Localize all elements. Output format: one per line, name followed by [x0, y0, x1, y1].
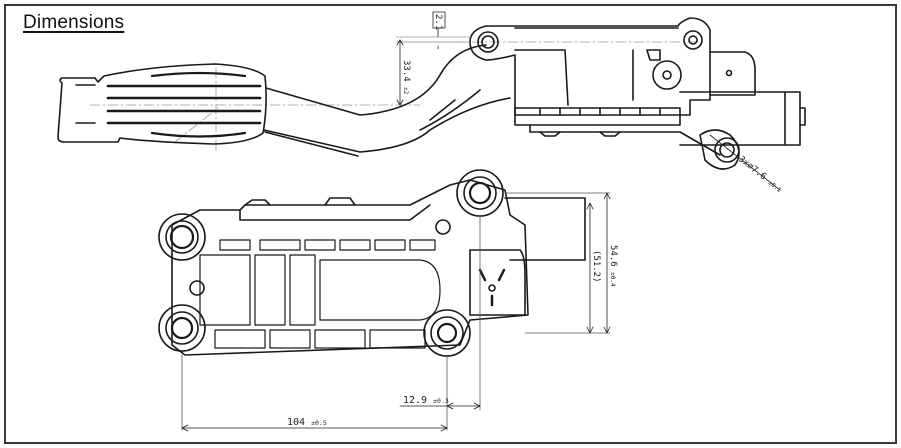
drawing-frame	[4, 4, 897, 444]
front-body-outline	[171, 179, 529, 356]
dimension-mount-spacing-value: 104	[287, 417, 305, 428]
center-lines	[89, 41, 701, 151]
mounting-boss-top-left	[158, 213, 206, 261]
side-view: 2.1 33.4 ±2 3x⌀7.6 ±0.1	[57, 11, 806, 194]
dimension-pedal-height-label: 33.4 ±2	[401, 60, 411, 95]
dimension-total-height-tolerance: ±0.4	[609, 272, 616, 287]
mounting-boss-bottom-left	[158, 304, 206, 352]
dimension-mount-offset	[399, 402, 481, 410]
dimension-hole-diameter-label: 3x⌀7.6 ±0.1	[736, 154, 784, 194]
pedal-pad	[57, 63, 267, 145]
hole-leader-line	[709, 134, 781, 191]
dimension-hole-diameter-value: 3x⌀7.6	[736, 154, 768, 182]
dimension-mount-offset-label: 12.9 ±0.3	[403, 395, 449, 406]
dimension-offset-top-label: 2.1	[433, 14, 443, 30]
extension-lines	[181, 192, 611, 431]
front-view: 54.6 ±0.4 (51.2) 12.9 ±0.3 104 ±0.5	[158, 169, 618, 432]
front-connector	[504, 197, 586, 261]
dimension-mount-spacing-tolerance: ±0.5	[311, 419, 327, 427]
dimension-offset-top	[395, 11, 471, 50]
dimension-mount-offset-value: 12.9	[403, 395, 427, 406]
dimension-pedal-height-tolerance: ±2	[402, 87, 409, 95]
dimension-pedal-height-value: 33.4	[401, 60, 411, 82]
section-title: Dimensions	[23, 12, 125, 33]
rib-grid	[199, 239, 441, 349]
dimension-mount-offset-tolerance: ±0.3	[433, 397, 449, 405]
dimension-hole-diameter-tolerance: ±0.1	[767, 179, 783, 194]
dimension-reference-height-label: (51.2)	[591, 250, 601, 283]
pedal-housing	[469, 17, 806, 170]
mounting-boss-bottom-right	[423, 309, 471, 357]
dimension-total-height-value: 54.6	[608, 245, 618, 267]
dimension-mount-spacing	[181, 424, 448, 432]
pedal-arm	[263, 44, 511, 157]
dimension-total-height	[603, 192, 611, 334]
dimension-mount-spacing-label: 104 ±0.5	[287, 417, 327, 428]
locating-pin	[189, 280, 205, 296]
mounting-boss-top-right	[456, 169, 504, 217]
dimension-reference-height	[586, 202, 594, 334]
dimension-total-height-label: 54.6 ±0.4	[608, 245, 618, 287]
dimension-pedal-height	[396, 39, 404, 106]
